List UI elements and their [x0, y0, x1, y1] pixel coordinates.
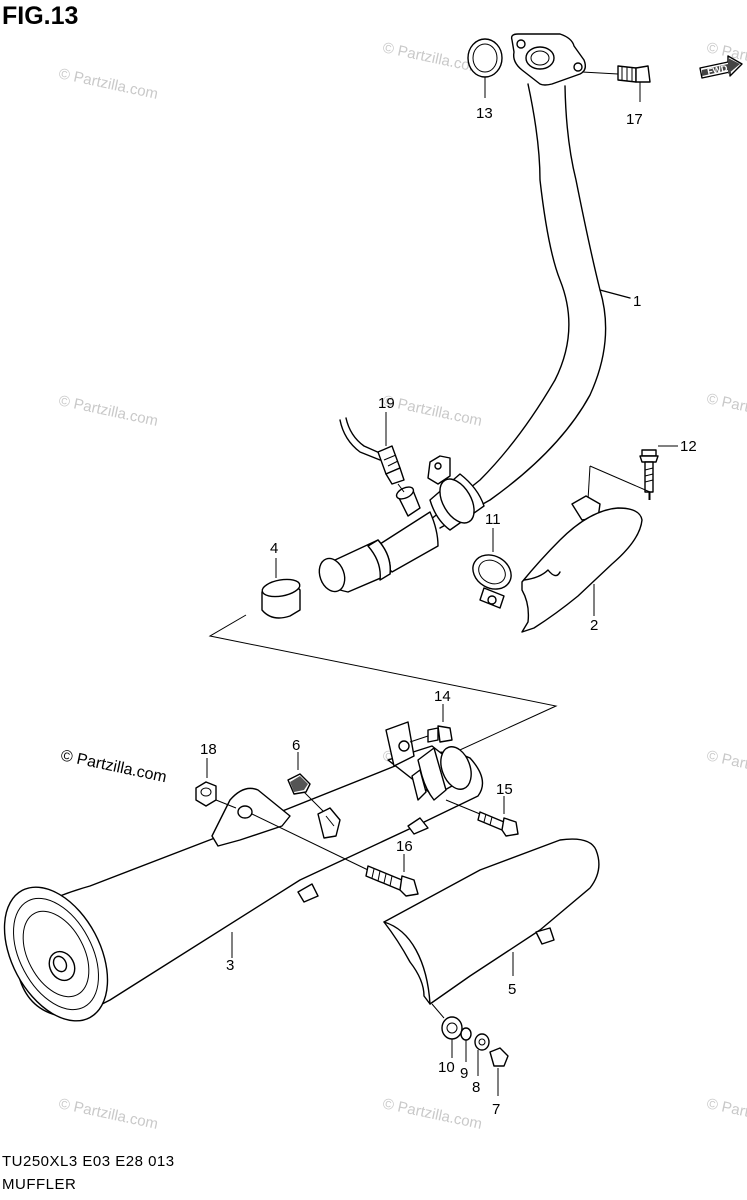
watermark: © Partzilla.com [705, 747, 747, 785]
part-label-1: 1 [633, 293, 641, 310]
pipe-clamp: 11 [472, 511, 512, 609]
watermark-dark: © Partzilla.com [59, 747, 168, 786]
mount-nut: 18 [195, 741, 237, 809]
part-label-3: 3 [226, 957, 234, 974]
watermark: © Partzilla.com [381, 1095, 483, 1133]
flange-bolt: 17 [581, 65, 651, 128]
part-label-17: 17 [626, 111, 643, 128]
fwd-label: FWD [706, 63, 729, 77]
muffler-cover: 5 [383, 838, 600, 1005]
inlet-bolt: 14 [409, 688, 453, 743]
part-label-9: 9 [460, 1065, 468, 1082]
cover-fasteners: 10 9 8 7 [431, 1003, 509, 1118]
cover-bolt: 12 [639, 438, 697, 500]
watermark: © Partzilla.com [705, 1095, 747, 1133]
part-label-8: 8 [472, 1079, 480, 1096]
part-label-4: 4 [270, 540, 278, 557]
exhaust-pipe: 1 [318, 33, 641, 593]
watermark: © Partzilla.com [57, 1095, 159, 1133]
rubber-cushion: 6 [287, 737, 341, 839]
part-label-12: 12 [680, 438, 697, 455]
watermark: © Partzilla.com [381, 392, 483, 430]
part-label-15: 15 [496, 781, 513, 798]
part-label-10: 10 [438, 1059, 455, 1076]
footer-section-name: MUFFLER [2, 1176, 77, 1193]
fwd-badge: FWD [699, 55, 743, 79]
part-label-19: 19 [378, 395, 395, 412]
muffler-body: 3 [3, 721, 484, 1022]
part-label-11: 11 [485, 511, 501, 528]
part-label-14: 14 [434, 688, 451, 705]
part-label-5: 5 [508, 981, 516, 998]
part-label-18: 18 [200, 741, 217, 758]
gasket-sleeve: 4 [261, 540, 301, 619]
exhaust-sensor: 19 [339, 395, 405, 493]
watermark: © Partzilla.com [57, 65, 159, 103]
watermark-layer: © Partzilla.com © Partzilla.com © Partzi… [57, 39, 747, 1133]
part-label-2: 2 [590, 617, 598, 634]
part-label-13: 13 [476, 105, 493, 122]
watermark: © Partzilla.com [57, 392, 159, 430]
part-label-7: 7 [492, 1101, 500, 1118]
watermark: © Partzilla.com [705, 390, 747, 428]
long-bolt: 16 [251, 813, 419, 897]
gasket-ring: 13 [467, 38, 503, 122]
part-label-6: 6 [292, 737, 300, 754]
pipe-cover: 2 [521, 465, 651, 634]
figure-title: FIG.13 [2, 2, 79, 30]
part-label-16: 16 [396, 838, 413, 855]
clamp-bolt: 15 [445, 781, 519, 837]
assembly-leader [208, 614, 558, 761]
footer-model-code: TU250XL3 E03 E28 013 [2, 1153, 175, 1170]
